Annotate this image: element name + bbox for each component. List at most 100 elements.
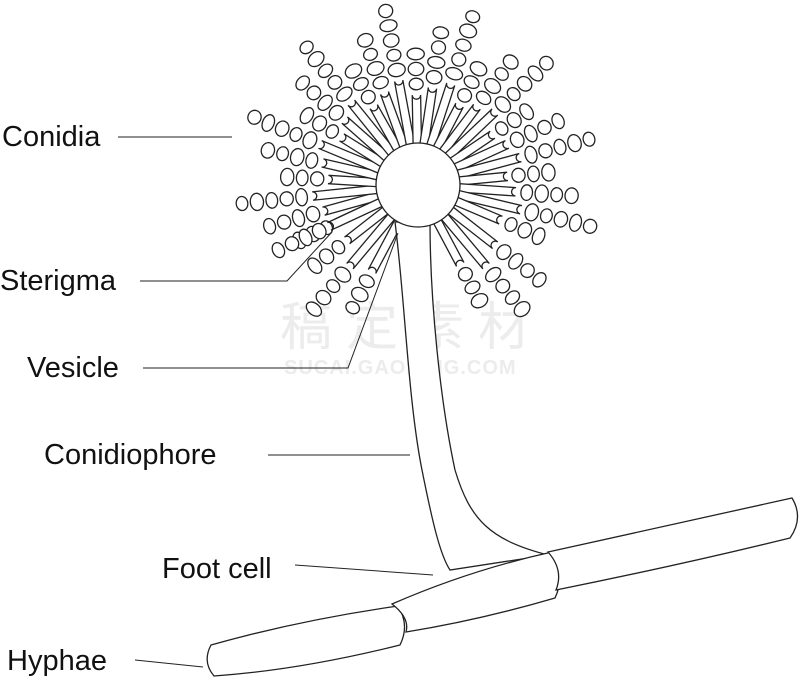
conidium-shape	[379, 19, 398, 33]
sterigma-shape	[346, 210, 398, 270]
sterigma-shape	[418, 87, 438, 149]
conidium-shape	[463, 75, 480, 90]
sterigma-shape	[436, 103, 481, 159]
conidium-shape	[311, 115, 328, 132]
conidium-shape	[352, 76, 369, 92]
conidium-shape	[382, 33, 400, 48]
conidium-shape	[537, 119, 552, 135]
conidium-shape	[432, 26, 450, 40]
sterigma-shape	[449, 139, 510, 174]
conidium-shape	[484, 77, 502, 95]
conidium-shape	[336, 86, 353, 102]
conidium-shape	[362, 47, 379, 62]
conidium-shape	[407, 61, 425, 77]
conidium-shape	[327, 74, 343, 90]
vesicle-shape	[375, 142, 461, 228]
conidium-shape	[427, 55, 446, 69]
conidium-shape	[262, 217, 277, 235]
conidium-shape	[527, 65, 544, 82]
sterigma-shape	[452, 152, 522, 181]
conidium-shape	[539, 208, 553, 224]
conidium-shape	[279, 191, 294, 207]
conidium-shape	[451, 52, 467, 67]
conidium-shape	[520, 263, 535, 279]
conidium-shape	[475, 90, 492, 106]
conidium-shape	[445, 66, 464, 81]
conidium-shape	[305, 205, 321, 223]
conidium-shape	[295, 187, 309, 207]
conidium-shape	[568, 213, 583, 232]
conidium-shape	[469, 61, 488, 77]
conidium-shape	[345, 300, 361, 315]
conidium-shape	[506, 86, 521, 102]
conidium-shape	[344, 63, 363, 79]
sterigma-shape	[450, 195, 503, 225]
conidium-shape	[553, 210, 569, 228]
conidium-shape	[360, 89, 376, 105]
conidium-shape	[457, 88, 473, 103]
conidium-shape	[325, 124, 340, 139]
sterigma-shape	[341, 116, 394, 164]
conidium-shape	[527, 165, 540, 183]
conidium-shape	[534, 184, 549, 203]
conidium-shape	[334, 266, 352, 283]
conidium-shape	[307, 50, 325, 68]
conidium-shape	[271, 241, 286, 259]
conidium-shape	[279, 167, 295, 187]
conidium-shape	[470, 292, 489, 309]
sterigma-shape	[454, 171, 509, 187]
conidium-shape	[459, 23, 478, 39]
conidium-shape	[425, 69, 443, 85]
sterigma-shape	[339, 133, 389, 170]
conidium-shape	[295, 169, 309, 187]
conidium-shape	[318, 248, 335, 265]
watermark-en: SUCAI.GAODING.COM	[284, 357, 517, 379]
hyphae-segment	[206, 605, 406, 677]
conidium-shape	[328, 104, 345, 121]
sterigma-shape	[318, 139, 386, 176]
conidium-shape	[387, 62, 406, 78]
conidium-shape	[520, 184, 534, 202]
sterigma-shape	[344, 204, 392, 245]
conidium-shape	[430, 40, 447, 55]
conidium-shape	[464, 280, 481, 295]
conidium-shape	[289, 127, 303, 142]
leader-line-hyphae	[134, 659, 204, 668]
conidium-shape	[305, 301, 323, 317]
leader-line-vesicle	[143, 232, 399, 369]
label-vesicle: Vesicle	[27, 352, 119, 384]
conidium-shape	[408, 77, 424, 91]
conidium-shape	[502, 54, 519, 70]
leader-line-sterigma	[140, 231, 333, 282]
conidium-shape	[406, 47, 425, 61]
conidium-shape	[299, 40, 314, 55]
conidial-head	[235, 3, 598, 318]
conidium-shape	[457, 266, 473, 282]
sterigma-shape	[322, 190, 384, 216]
conidium-shape	[291, 209, 306, 228]
conidium-shape	[550, 187, 564, 203]
sterigma-shape	[431, 215, 465, 267]
conidium-shape	[295, 75, 311, 91]
sterigma-shape	[441, 108, 499, 163]
conidium-shape	[541, 163, 556, 182]
conidium-shape	[331, 239, 346, 255]
conidium-shape	[235, 195, 249, 212]
conidium-shape	[504, 217, 518, 232]
conidium-shape	[274, 120, 290, 137]
conidium-shape	[494, 121, 509, 136]
conidium-shape	[567, 133, 582, 153]
conidium-shape	[249, 192, 265, 212]
conidium-shape	[519, 103, 535, 121]
conidium-shape	[326, 279, 341, 294]
conidium-shape	[356, 32, 374, 48]
hyphae-segment	[546, 497, 799, 591]
conidium-shape	[276, 214, 292, 230]
conidium-shape	[386, 48, 402, 62]
conidium-shape	[538, 55, 554, 71]
conidium-shape	[484, 266, 502, 283]
sterigma-shape	[424, 82, 456, 151]
sterigma-shape	[438, 210, 490, 270]
sterigma-shape	[321, 158, 383, 182]
